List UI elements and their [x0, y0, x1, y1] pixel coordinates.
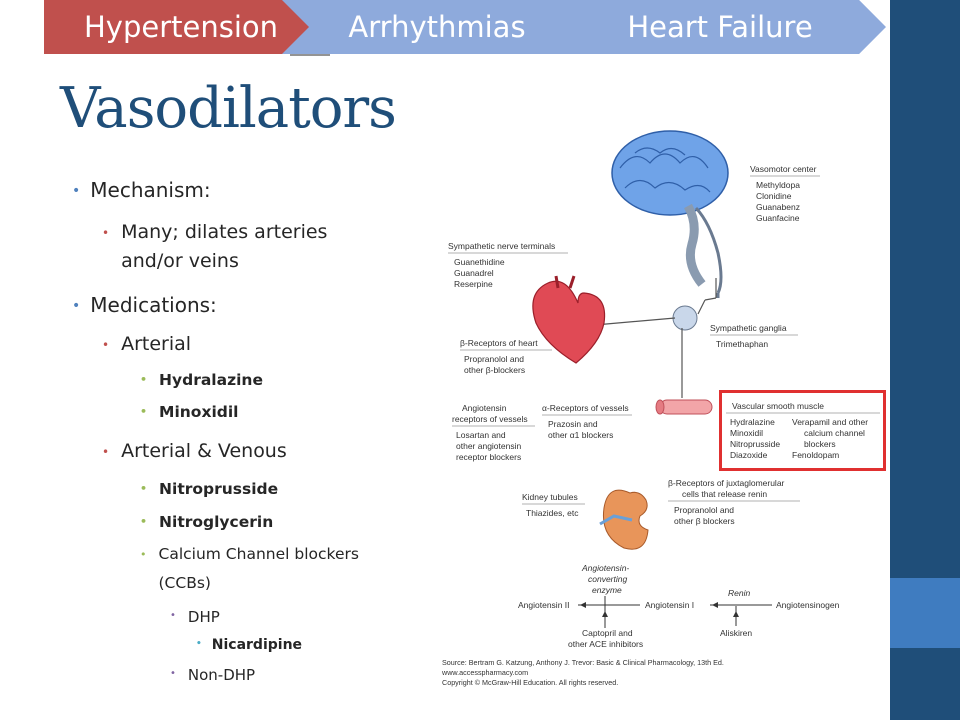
svg-text:Losartan and: Losartan and [456, 430, 506, 440]
svg-text:blockers: blockers [804, 439, 836, 449]
svg-text:Guanethidine: Guanethidine [454, 257, 505, 267]
bullet-mechanism: •Mechanism: [72, 178, 211, 202]
label-angiotensin-receptors: receptors of vessels [452, 414, 528, 424]
label-kidney-tubules: Kidney tubules [522, 492, 578, 502]
label-vasomotor-center: Vasomotor center [750, 164, 817, 174]
tab-heart-failure[interactable]: Heart Failure [550, 0, 886, 54]
svg-text:receptor blockers: receptor blockers [456, 452, 521, 462]
svg-text:Fenoldopam: Fenoldopam [792, 450, 839, 460]
drug-sites-diagram: Vasomotor center Methyldopa Clonidine Gu… [420, 128, 880, 688]
bullet-medications: •Medications: [72, 293, 217, 317]
bullet-arterial-venous: •Arterial & Venous [102, 440, 287, 462]
label-beta-heart: β-Receptors of heart [460, 338, 538, 348]
label-angiotensinogen: Angiotensinogen [776, 600, 840, 610]
label-aliskiren: Aliskiren [720, 628, 752, 638]
svg-text:other angiotensin: other angiotensin [456, 441, 521, 451]
svg-text:other β-blockers: other β-blockers [464, 365, 525, 375]
svg-text:Guanfacine: Guanfacine [756, 213, 800, 223]
tab-arrhythmias[interactable]: Arrhythmias [282, 0, 582, 54]
svg-text:Guanadrel: Guanadrel [454, 268, 494, 278]
svg-text:cells that release renin: cells that release renin [682, 489, 767, 499]
svg-text:Minoxidil: Minoxidil [730, 428, 763, 438]
svg-text:Nitroprusside: Nitroprusside [730, 439, 780, 449]
svg-text:Prazosin and: Prazosin and [548, 419, 598, 429]
bullet-ccb: •Calcium Channel blockers (CCBs) [140, 545, 359, 592]
slide-title: Vasodilators [60, 76, 397, 141]
svg-text:Diazoxide: Diazoxide [730, 450, 768, 460]
tab-label: Hypertension [83, 10, 279, 44]
tab-hypertension[interactable]: Hypertension [44, 0, 312, 54]
kidney-illustration [599, 489, 649, 550]
svg-text:Propranolol and: Propranolol and [464, 354, 524, 364]
svg-text:Guanabenz: Guanabenz [756, 202, 800, 212]
bullet-arterial: •Arterial [102, 333, 192, 355]
brain-illustration [611, 130, 729, 298]
svg-text:Copyright © McGraw-Hill Educat: Copyright © McGraw-Hill Education. All r… [442, 678, 618, 687]
tab-label: Heart Failure [627, 10, 813, 44]
heart-illustration [532, 275, 606, 364]
bullet-nitroprusside: •Nitroprusside [140, 480, 279, 498]
label-ace-inhibitors: Captopril and [582, 628, 633, 638]
right-accent-bar [890, 0, 960, 720]
svg-text:Verapamil and other: Verapamil and other [792, 417, 868, 427]
bullet-hydralazine: •Hydralazine [140, 371, 263, 389]
bullet-nitroglycerin: •Nitroglycerin [140, 513, 274, 531]
svg-text:enzyme: enzyme [592, 585, 622, 595]
svg-text:Reserpine: Reserpine [454, 279, 493, 289]
diagram-source: Source: Bertram G. Katzung, Anthony J. T… [442, 658, 724, 667]
label-vascular-smooth-muscle: Vascular smooth muscle [732, 401, 824, 411]
label-sympathetic-terminals: Sympathetic nerve terminals [448, 241, 555, 251]
tab-label: Arrhythmias [348, 10, 526, 44]
svg-text:Clonidine: Clonidine [756, 191, 792, 201]
svg-text:www.accesspharmacy.com: www.accesspharmacy.com [441, 668, 528, 677]
bullet-nicardipine: •Nicardipine [196, 637, 303, 653]
svg-text:Trimethaphan: Trimethaphan [716, 339, 768, 349]
svg-text:other ACE inhibitors: other ACE inhibitors [568, 639, 643, 649]
bullet-mechanism-detail: •Many; dilates arteries and/or veins [102, 221, 328, 272]
svg-text:Hydralazine: Hydralazine [730, 417, 775, 427]
label-angiotensin-ii: Angiotensin II [518, 600, 570, 610]
bullet-minoxidil: •Minoxidil [140, 403, 239, 421]
label-alpha-receptors: α-Receptors of vessels [542, 403, 629, 413]
svg-text:converting: converting [588, 574, 627, 584]
svg-text:other β blockers: other β blockers [674, 516, 735, 526]
bullet-dhp: •DHP [170, 608, 220, 626]
svg-text:other α1 blockers: other α1 blockers [548, 430, 613, 440]
svg-text:Angiotensin: Angiotensin [462, 403, 507, 413]
svg-text:Renin: Renin [728, 588, 750, 598]
svg-text:Methyldopa: Methyldopa [756, 180, 800, 190]
bullet-non-dhp: •Non-DHP [170, 666, 256, 684]
label-beta-renin: β-Receptors of juxtaglomerular [668, 478, 785, 488]
svg-text:Propranolol and: Propranolol and [674, 505, 734, 515]
label-angiotensin-i: Angiotensin I [645, 600, 694, 610]
svg-text:calcium channel: calcium channel [804, 428, 865, 438]
label-sympathetic-ganglia: Sympathetic ganglia [710, 323, 787, 333]
accent-block [890, 578, 960, 648]
svg-text:Thiazides, etc: Thiazides, etc [526, 508, 579, 518]
highlight-box [719, 390, 886, 471]
svg-text:Angiotensin-: Angiotensin- [581, 563, 629, 573]
